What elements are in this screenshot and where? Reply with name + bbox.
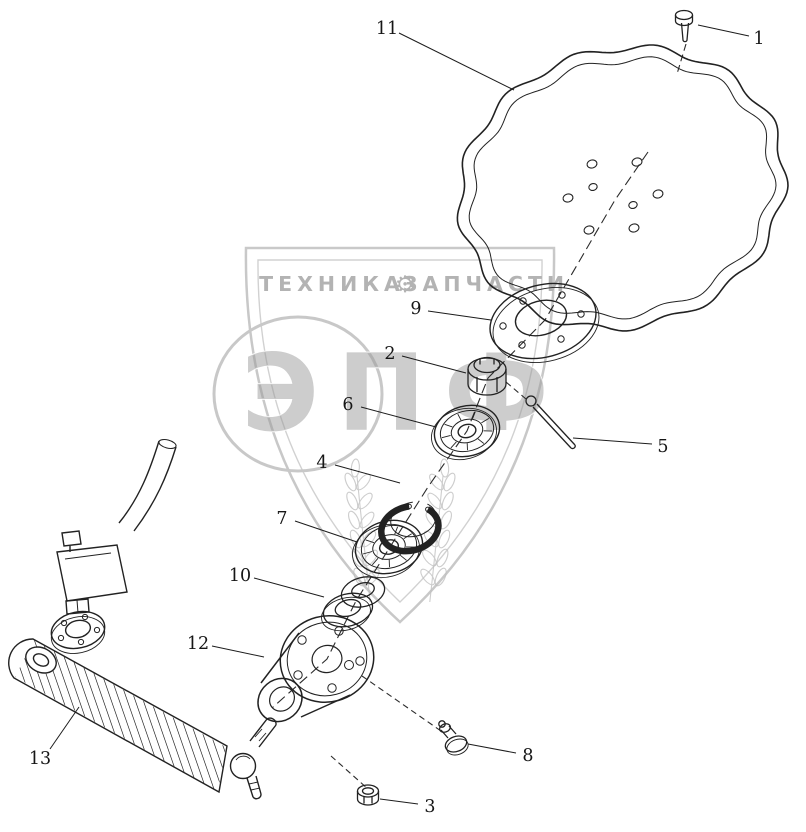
disc-bolt-holes [562, 157, 664, 235]
part-7-bearing [352, 519, 424, 579]
part-6-bearing [431, 404, 501, 461]
callout-labels: 1 11 9 2 6 5 4 7 10 12 8 3 13 [29, 19, 765, 817]
assembly-axis [271, 43, 687, 790]
leader-line-4 [334, 464, 401, 484]
bearing-rollers-7 [362, 526, 416, 568]
standard-clamp [56, 530, 128, 615]
bolt-dashed-axis [676, 43, 687, 75]
disc-inner-edge [468, 56, 777, 320]
wheat-left [344, 458, 380, 603]
standard-shank-top [158, 438, 177, 450]
disc-outer-edge [456, 44, 789, 332]
part-9-flange-plate [489, 282, 600, 363]
watermark-shield-inner [257, 259, 543, 603]
arm-eye-boss [25, 646, 57, 674]
standard-shank-back [133, 446, 177, 532]
leader-line-8 [467, 743, 517, 754]
leader-line-5 [572, 437, 653, 445]
leader-line-13 [49, 706, 80, 750]
leader-lines [49, 24, 750, 805]
main-dashed-axis [271, 151, 649, 709]
fitting-dashed-axis [361, 675, 442, 732]
callout-label-8: 8 [522, 746, 533, 766]
callout-label-1: 1 [753, 29, 764, 49]
callout-label-3: 3 [424, 797, 435, 817]
watermark: ТЕХНИКА ⚙ ЗАПЧАСТИ ЭПФ [212, 246, 567, 624]
callout-label-7: 7 [276, 509, 287, 529]
part-10-seal-washers [321, 576, 386, 632]
standard-shank-front [118, 440, 160, 524]
part-3-nut [356, 784, 380, 806]
part-1-bolt [674, 9, 694, 43]
standard-flange [50, 610, 106, 654]
part-12-hub [257, 614, 375, 723]
leader-line-1 [697, 24, 750, 37]
leader-line-6 [360, 406, 437, 428]
callout-label-6: 6 [342, 395, 353, 415]
callout-label-9: 9 [410, 299, 421, 319]
watermark-brand-left: ТЕХНИКА [259, 272, 405, 296]
leader-line-10 [253, 577, 325, 598]
flange-bolt-holes [499, 291, 585, 349]
watermark-logo-text: ЭПФ [241, 332, 567, 455]
spindle-end [229, 717, 277, 800]
leader-line-7 [294, 520, 358, 543]
callout-label-13: 13 [29, 749, 51, 769]
bearing-rollers-6 [441, 411, 493, 451]
part-2-castle-nut [467, 356, 507, 396]
callout-label-12: 12 [187, 634, 209, 654]
leader-line-11 [398, 32, 515, 91]
wheat-right [420, 458, 456, 603]
callout-label-5: 5 [657, 437, 668, 457]
callout-label-4: 4 [316, 453, 327, 473]
leader-line-12 [211, 645, 265, 658]
callout-label-10: 10 [229, 566, 251, 586]
leader-line-2 [401, 355, 467, 374]
callout-label-2: 2 [384, 344, 395, 364]
part-11-scalloped-disc-blade [456, 44, 789, 332]
arm-eye-hole [32, 653, 50, 667]
part-4-lock-washer [378, 501, 442, 555]
leader-line-3 [379, 798, 419, 805]
leader-line-9 [427, 310, 492, 321]
watermark-gear-icon: ⚙ [395, 272, 416, 298]
part-5-cotter-pin [525, 395, 576, 450]
watermark-logo-circle [212, 315, 384, 473]
nut3-dashed-axis [330, 755, 369, 790]
callout-label-11: 11 [376, 19, 398, 39]
hub-bolt-holes [293, 626, 365, 693]
cotter-dashed-axis [505, 381, 527, 400]
hub-grease-hole [344, 660, 354, 670]
standard-arm-outline [8, 638, 228, 794]
part-8-grease-fitting [438, 720, 469, 756]
